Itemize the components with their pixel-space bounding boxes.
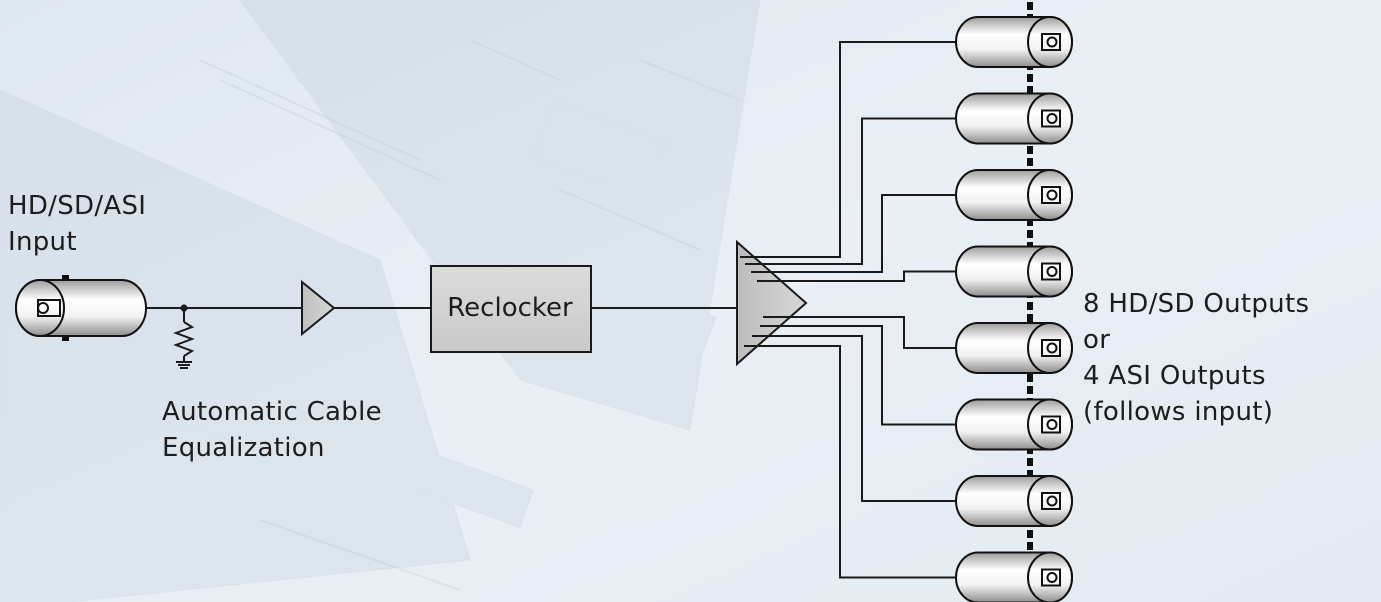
output-bnc-connector [955, 92, 1073, 145]
output-line [763, 316, 956, 349]
output-line [760, 325, 956, 426]
equalizer-amplifier-icon [301, 279, 336, 337]
reclocker-label: Reclocker [447, 293, 573, 323]
input-label-line-1: HD/SD/ASI [8, 191, 147, 221]
outputs-label-line-2: or [1083, 325, 1111, 355]
input-label-line-2: Input [8, 227, 77, 257]
output-line [757, 270, 956, 282]
output-bnc-connector [955, 16, 1073, 68]
input-bnc-connector [15, 275, 147, 341]
equalization-label-line-2: Equalization [162, 433, 325, 463]
output-bnc-connector [955, 551, 1073, 602]
reclocker-block [430, 265, 592, 353]
output-bnc-connector [955, 245, 1073, 298]
termination-resistor-icon [173, 308, 195, 369]
output-bnc-connector [955, 398, 1073, 451]
output-line [751, 194, 956, 273]
output-line [752, 335, 956, 502]
output-bnc-connector [955, 169, 1073, 221]
outputs-label-line-4: (follows input) [1083, 397, 1274, 427]
output-bnc-connector [955, 322, 1073, 374]
output-bnc-connector [955, 475, 1073, 527]
output-line [740, 41, 956, 258]
equalization-label-line-1: Automatic Cable [162, 397, 382, 427]
outputs-label-line-3: 4 ASI Outputs [1083, 361, 1266, 391]
output-line [745, 117, 956, 265]
outputs-label-line-1: 8 HD/SD Outputs [1083, 289, 1310, 319]
input-label: HD/SD/ASI Input [8, 188, 146, 260]
output-fanout-lines [740, 41, 956, 579]
outputs-label: 8 HD/SD Outputs or 4 ASI Outputs (follow… [1083, 286, 1309, 430]
equalization-label: Automatic Cable Equalization [162, 394, 382, 466]
output-connectors [955, 16, 1073, 602]
output-line [744, 345, 956, 579]
